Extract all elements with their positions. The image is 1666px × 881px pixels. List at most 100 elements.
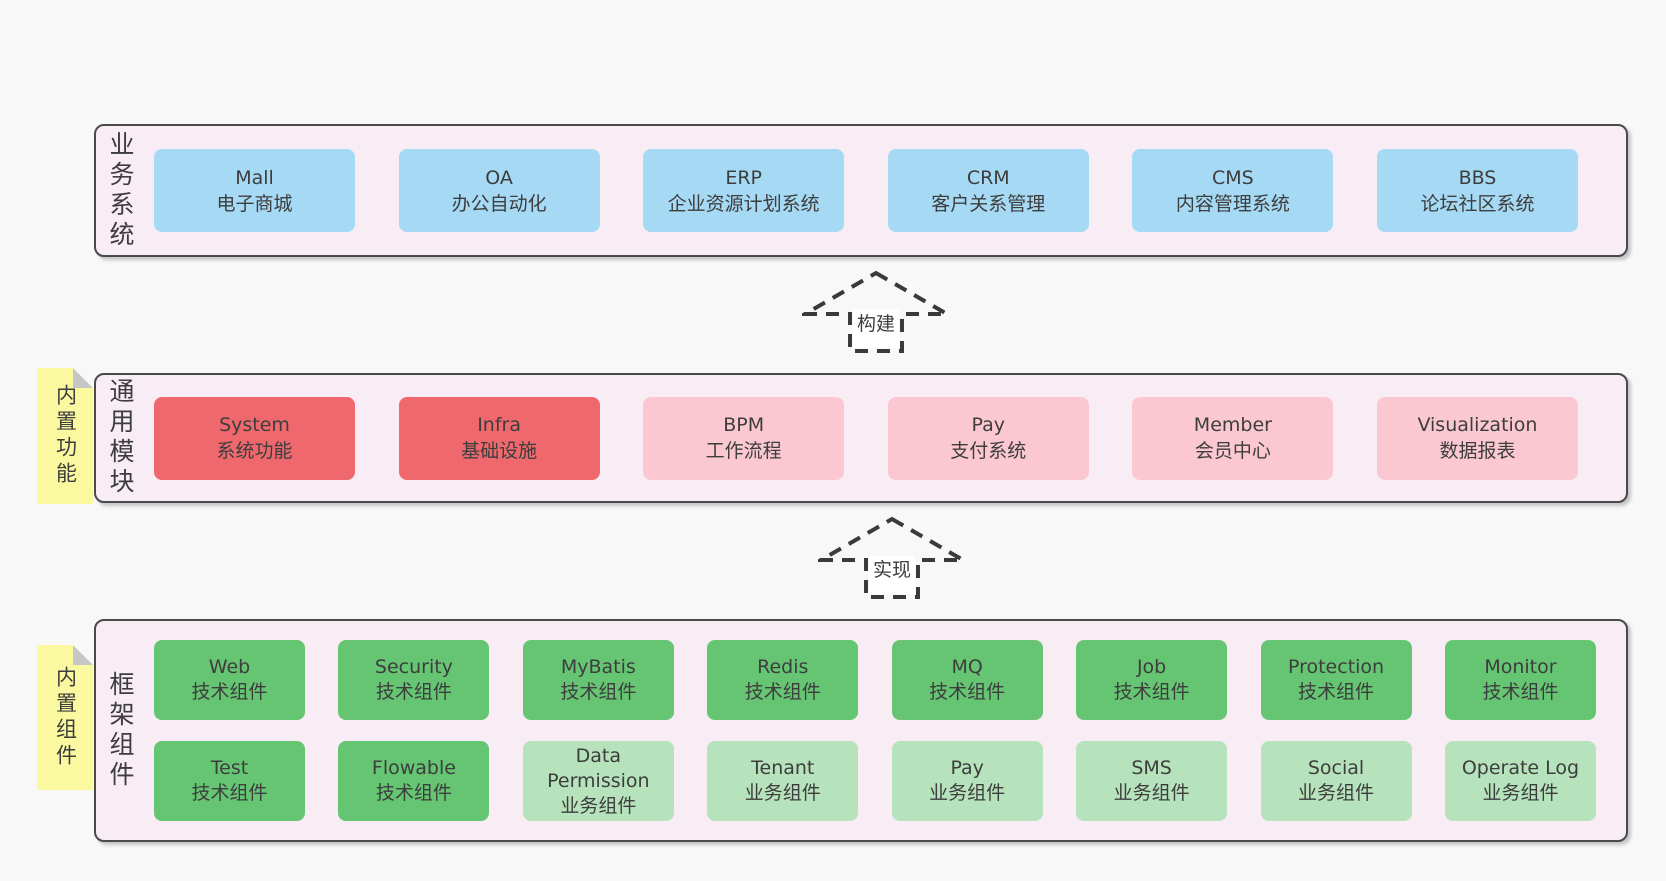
box-flowable: Flowable 技术组件 [338,741,490,821]
common-module-boxes: System 系统功能 Infra 基础设施 BPM 工作流程 Pay 支付系统… [154,375,1578,501]
box-title: Member [1193,414,1272,436]
box-title: MQ [951,656,983,678]
box-subtitle: 技术组件 [191,782,268,804]
box-data-permission: Data Permission 业务组件 [522,741,674,821]
box-title: Pay [950,757,984,779]
box-title: Pay [971,414,1006,436]
box-subtitle: 会员中心 [1194,440,1271,462]
box-subtitle: 业务组件 [560,794,637,817]
box-subtitle: 电子商城 [216,192,293,215]
box-member: Member 会员中心 [1132,396,1334,480]
box-redis: Redis 技术组件 [707,640,859,720]
business-system-boxes: Mall 电子商城 OA 办公自动化 ERP 企业资源计划系统 CRM 客户关系… [154,126,1578,255]
box-subtitle: 业务组件 [1298,782,1375,804]
note-text: 内置组件 [53,665,78,770]
box-title: SMS [1131,757,1172,779]
box-job: Job 技术组件 [1076,640,1228,720]
box-visualization: Visualization 数据报表 [1376,396,1578,480]
box-operate-log: Operate Log 业务组件 [1444,741,1596,821]
box-subtitle: 业务组件 [929,782,1006,804]
box-subtitle: 论坛社区系统 [1420,192,1535,215]
box-title: Job [1136,656,1167,678]
layer-label: 框架组件 [106,670,135,791]
box-title: CRM [966,166,1010,189]
framework-component-rows: Web 技术组件 Security 技术组件 MyBatis 技术组件 Redi… [154,640,1596,821]
box-title: Redis [757,656,809,678]
box-social: Social 业务组件 [1260,741,1412,821]
box-subtitle: 客户关系管理 [931,192,1046,215]
box-subtitle: 技术组件 [560,681,637,703]
arrow-label: 构建 [852,310,900,348]
component-row-1: Web 技术组件 Security 技术组件 MyBatis 技术组件 Redi… [154,640,1596,720]
box-system: System 系统功能 [154,396,355,480]
box-title: Tenant [751,757,815,779]
component-row-2: Test 技术组件 Flowable 技术组件 Data Permission … [154,741,1596,821]
box-subtitle: 业务组件 [744,782,821,804]
box-web: Web 技术组件 [154,640,305,720]
box-subtitle: 工作流程 [705,440,782,462]
box-subtitle: 系统功能 [216,440,293,462]
box-title: Security [374,656,453,678]
box-cms: CMS 内容管理系统 [1132,149,1334,232]
box-title: OA [485,166,513,189]
box-title: Infra [477,414,521,436]
box-title: BPM [723,414,765,436]
box-title: Flowable [371,757,456,779]
box-subtitle: 内容管理系统 [1175,192,1290,215]
box-test: Test 技术组件 [154,741,305,821]
box-title: Data Permission [547,744,650,792]
up-arrow-icon [802,270,950,353]
box-subtitle: 办公自动化 [451,192,547,215]
box-title: CMS [1212,166,1254,189]
box-subtitle: 技术组件 [375,681,452,703]
box-protection: Protection 技术组件 [1260,640,1412,720]
box-subtitle: 数据报表 [1439,440,1516,462]
layer-framework-components: 框架组件 Web 技术组件 Security 技术组件 MyBatis 技术组件… [94,619,1628,842]
layer-label: 通用模块 [106,378,135,498]
box-subtitle: 业务组件 [1482,782,1559,804]
arrow-build: 构建 [802,270,950,354]
box-subtitle: 业务组件 [1113,782,1190,804]
box-security: Security 技术组件 [338,640,490,720]
box-subtitle: 技术组件 [1113,681,1190,703]
box-sms: SMS 业务组件 [1076,741,1228,821]
arrow-label: 实现 [868,556,916,594]
box-subtitle: 技术组件 [375,782,452,804]
box-oa: OA 办公自动化 [398,149,600,232]
note-text: 内置功能 [53,384,78,488]
box-title: Protection [1287,656,1385,678]
box-crm: CRM 客户关系管理 [887,149,1089,232]
sticky-note-built-in-components: 内置组件 [37,645,93,790]
box-title: BBS [1458,166,1497,189]
box-erp: ERP 企业资源计划系统 [643,149,845,232]
box-pay-component: Pay 业务组件 [891,741,1043,821]
box-title: Mall [235,166,274,189]
box-subtitle: 技术组件 [929,681,1006,703]
box-title: ERP [725,166,763,189]
box-mall: Mall 电子商城 [154,149,355,232]
sticky-note-built-in-features: 内置功能 [37,368,93,504]
box-subtitle: 支付系统 [950,440,1027,462]
box-title: Operate Log [1461,757,1580,779]
box-tenant: Tenant 业务组件 [707,741,859,821]
arrow-implement: 实现 [818,516,966,600]
box-subtitle: 技术组件 [191,681,268,703]
box-title: Visualization [1417,414,1538,436]
box-subtitle: 技术组件 [1482,681,1559,703]
box-title: MyBatis [560,656,636,678]
box-pay-system: Pay 支付系统 [887,396,1089,480]
box-subtitle: 技术组件 [744,681,821,703]
box-bpm: BPM 工作流程 [643,396,845,480]
box-bbs: BBS 论坛社区系统 [1376,149,1578,232]
box-subtitle: 基础设施 [461,440,538,462]
box-title: Social [1307,757,1365,779]
layer-label: 业务系统 [106,130,135,251]
box-title: Test [210,757,249,779]
up-arrow-icon [818,516,966,599]
layer-business-systems: 业务系统 Mall 电子商城 OA 办公自动化 ERP 企业资源计划系统 CRM… [94,124,1628,257]
box-subtitle: 企业资源计划系统 [667,192,820,215]
box-mybatis: MyBatis 技术组件 [522,640,674,720]
box-monitor: Monitor 技术组件 [1444,640,1596,720]
box-title: Web [208,656,251,678]
